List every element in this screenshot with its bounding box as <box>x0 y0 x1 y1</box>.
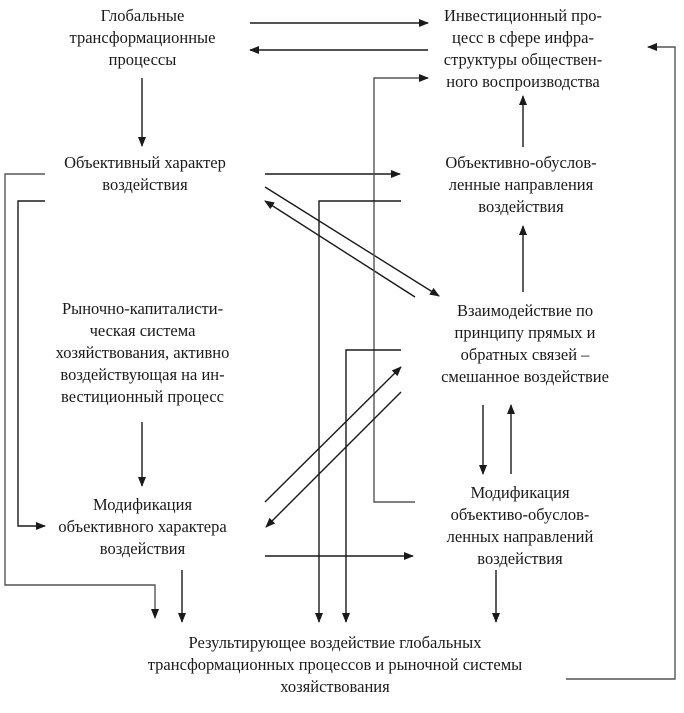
route-objective-to-result <box>4 173 159 619</box>
node-result: Результирующее воздействие глобальных тр… <box>147 633 523 696</box>
node-modification-directions: Модификация объективо-обуслов- ленных на… <box>446 483 594 568</box>
node-investment-process: Инвестиционный про- цесс в сфере инфра- … <box>443 6 603 91</box>
arrow-interaction-to-modobjective <box>265 391 402 528</box>
route-moddirections-to-invest <box>373 74 429 503</box>
route-interaction-to-result <box>342 349 401 623</box>
node-global-processes: Глобальные трансформационные процессы <box>69 6 216 69</box>
route-objdirections-to-result <box>315 200 401 623</box>
node-modification-objective: Модификация объективного характера возде… <box>58 495 227 558</box>
arrow-interaction-to-objective <box>264 200 416 298</box>
arrow-modobjective-to-interaction <box>264 366 402 503</box>
node-interaction: Взаимодействие по принципу прямых и обра… <box>441 301 609 386</box>
node-objective-directions: Объективно-обуслов- ленные направления в… <box>445 153 597 216</box>
node-market-system: Рыночно-капиталисти- ческая система хозя… <box>55 299 230 406</box>
arrow-objective-to-interaction <box>264 186 440 297</box>
route-result-to-invest <box>566 43 676 680</box>
node-objective-character: Объективный характер воздействия <box>64 153 226 194</box>
route-objective-to-modobjective <box>17 200 46 530</box>
